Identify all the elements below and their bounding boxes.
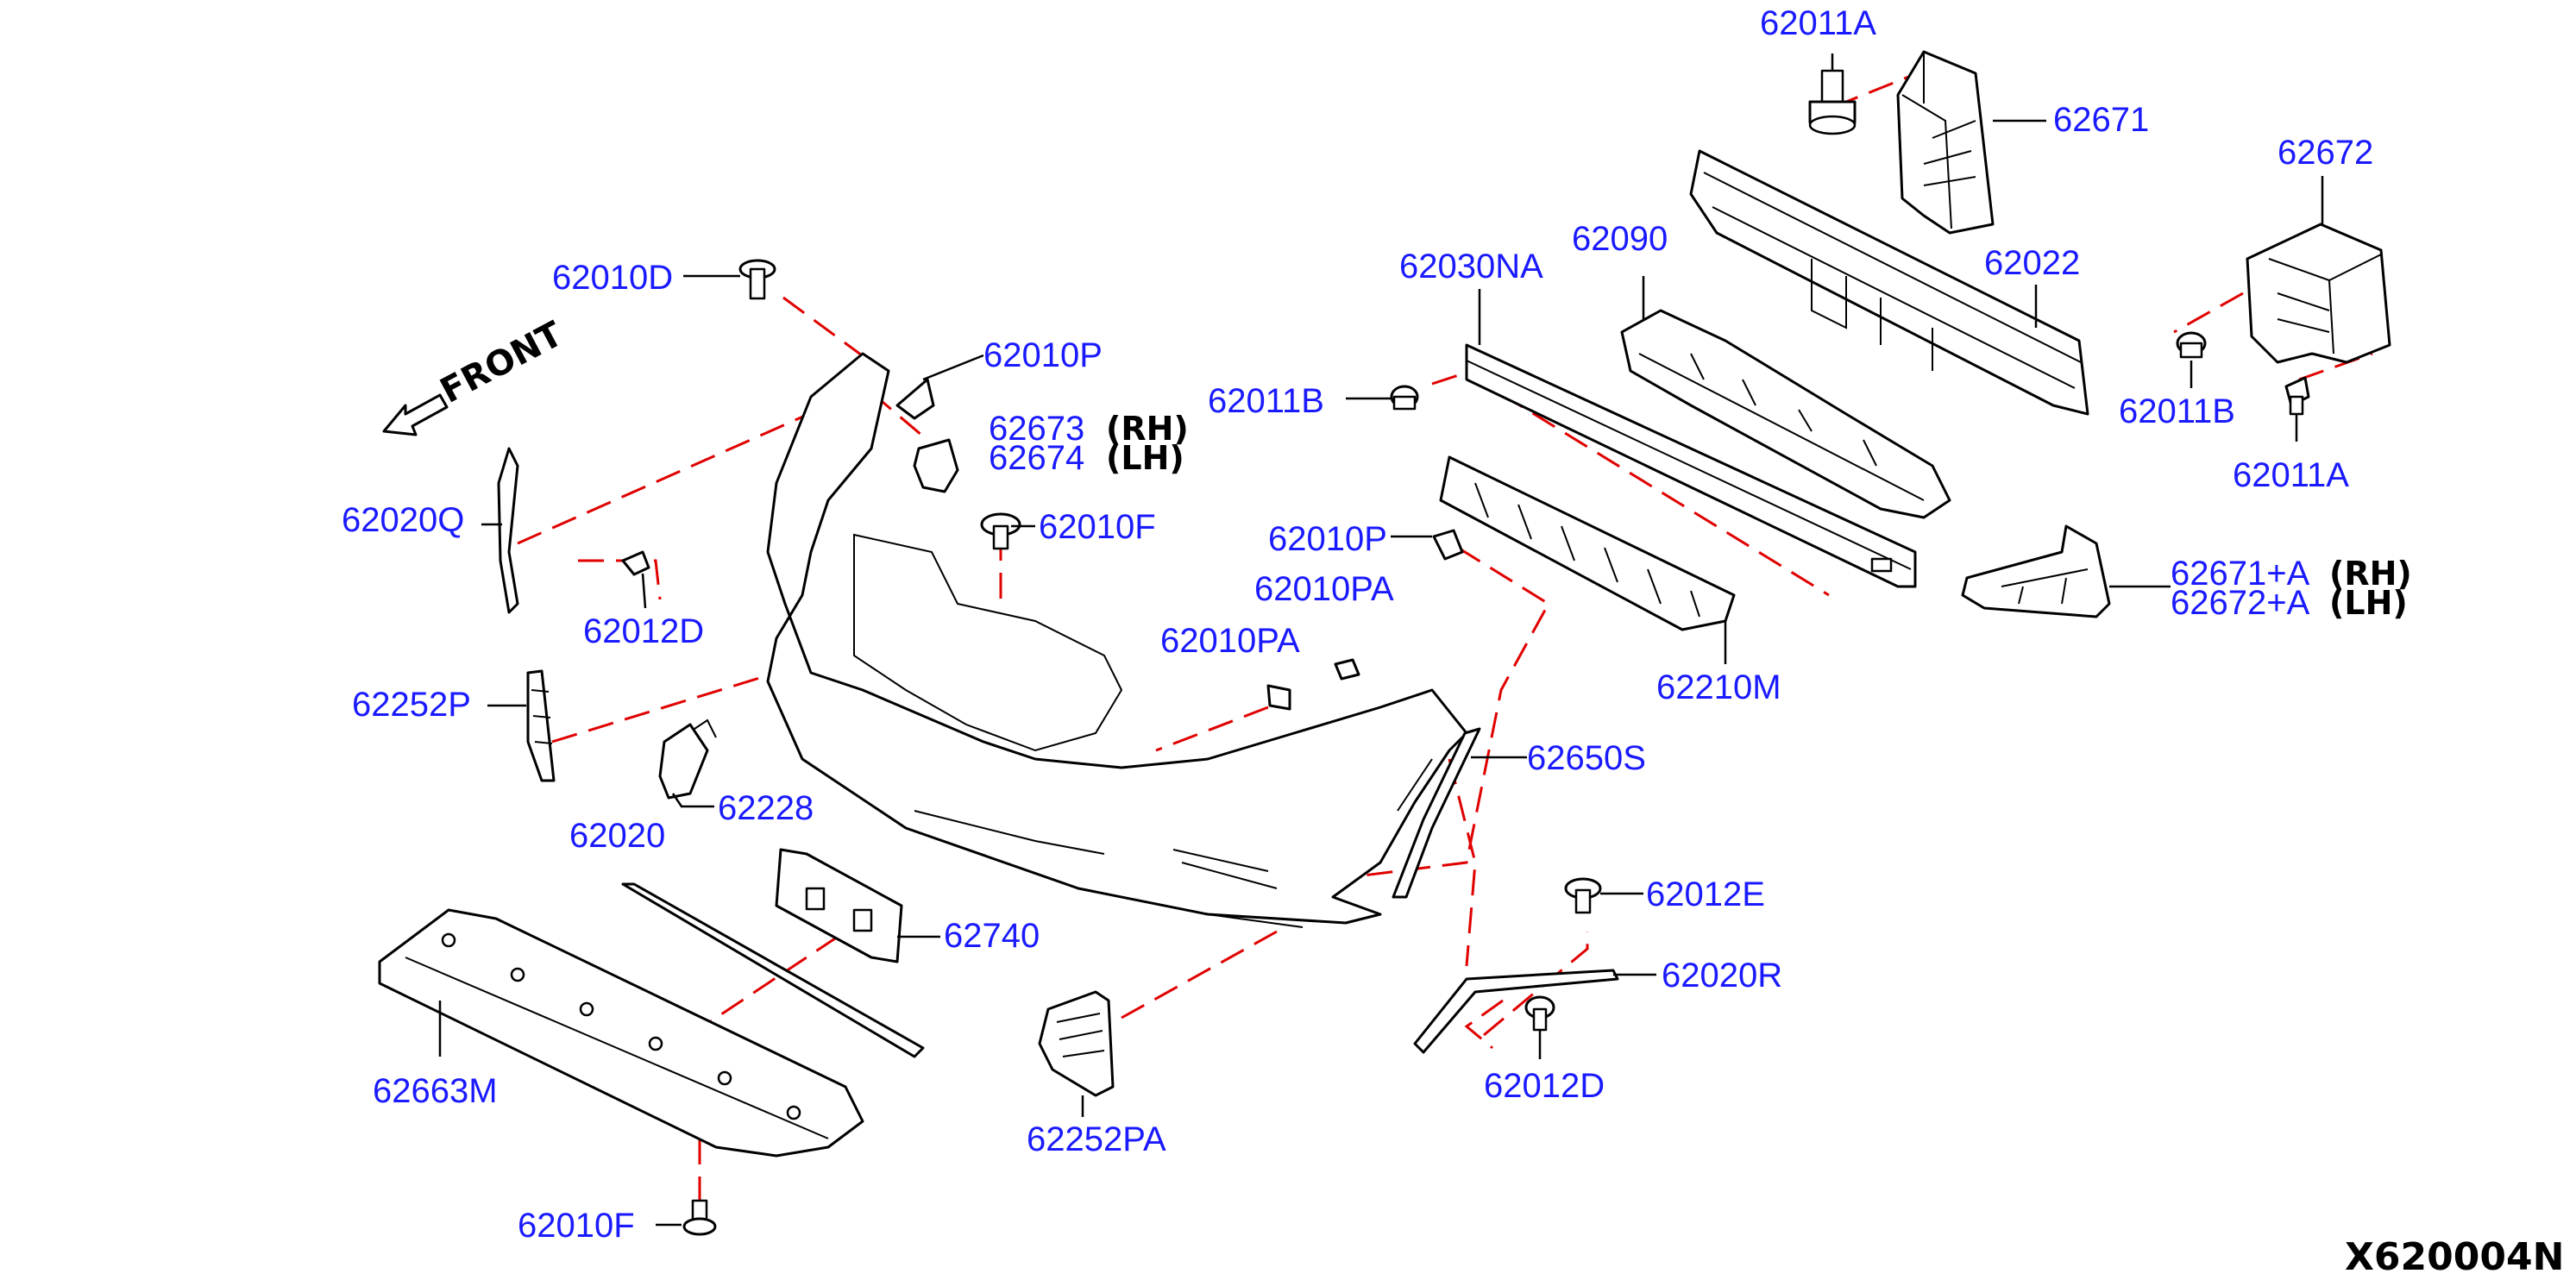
label-62252p: 62252P: [352, 686, 471, 724]
label-62671a: 62671+A: [2171, 555, 2310, 593]
clip-62010pa-icon: [1266, 658, 1360, 711]
label-62210m: 62210M: [1656, 668, 1781, 706]
bracket-62671a-62672a-icon: [1961, 524, 2111, 618]
label-62011b-right: 62011B: [2119, 392, 2235, 430]
bolt-62011a-right-icon: [2284, 376, 2310, 416]
nut-62011b-left-icon: [1390, 385, 1419, 411]
bolt-62010d-icon: [738, 259, 776, 300]
label-62673: 62673: [989, 410, 1084, 448]
clip-62010f-top-icon: [980, 512, 1021, 550]
label-62010d: 62010D: [552, 259, 673, 297]
label-62030na: 62030NA: [1399, 248, 1543, 285]
bracket-62673-62674-icon: [913, 438, 959, 493]
clip-62010f-bottom-icon: [682, 1199, 717, 1236]
bumper-fascia-icon: [766, 352, 1468, 928]
label-62228: 62228: [718, 789, 814, 827]
energy-absorber-62090-icon: [1620, 309, 1951, 519]
tow-hook-cap-62228-icon: [658, 718, 717, 800]
label-lh-62672a: (LH): [2329, 584, 2408, 622]
bolt-62011a-top-icon: [1808, 69, 1857, 135]
clip-62012d-right-icon: [1524, 995, 1555, 1032]
label-62010pa-small: 62010PA: [1160, 622, 1300, 660]
assembly-guide-lines: [517, 67, 2373, 1208]
label-62650s: 62650S: [1527, 739, 1646, 777]
diagram-code: X620004N: [2345, 1235, 2564, 1279]
label-62672: 62672: [2278, 134, 2373, 172]
label-62090: 62090: [1572, 220, 1668, 258]
nut-62011b-right-icon: [2176, 331, 2207, 359]
label-62011a-right: 62011A: [2233, 456, 2349, 494]
label-62011a-top: 62011A: [1760, 4, 1876, 42]
license-bracket-62740-icon: [775, 848, 903, 963]
leader-lines: [438, 53, 2324, 1227]
label-62010pa: 62010PA: [1254, 570, 1394, 608]
molding-62020q-icon: [497, 447, 519, 614]
label-62674: 62674: [989, 439, 1084, 477]
label-62012e: 62012E: [1646, 875, 1765, 913]
clip-62010p-top-icon: [895, 378, 935, 420]
bracket-62671-icon: [1896, 50, 1995, 235]
label-62020q: 62020Q: [342, 501, 464, 539]
label-rh-62671a: (RH): [2329, 555, 2412, 593]
label-62010f-top: 62010F: [1039, 508, 1156, 546]
label-62252pa: 62252PA: [1027, 1120, 1166, 1158]
label-62010p-top: 62010P: [983, 336, 1103, 374]
label-62671: 62671: [2053, 101, 2149, 139]
label-62672a: 62672+A: [2171, 584, 2310, 622]
label-62022: 62022: [1984, 244, 2080, 282]
label-62020r: 62020R: [1662, 957, 1782, 995]
bracket-62672-icon: [2246, 223, 2391, 364]
undercover-62663m-icon: [378, 908, 864, 1158]
label-62740: 62740: [944, 917, 1040, 955]
molding-62020r-icon: [1413, 969, 1619, 1054]
label-62020: 62020: [569, 817, 665, 855]
trim-62650s-icon: [1392, 727, 1481, 899]
grille-62210m-icon: [1439, 455, 1736, 631]
label-62011b-left: 62011B: [1208, 382, 1324, 420]
label-62012d-left: 62012D: [583, 612, 704, 650]
part-labels: 62011A 62671 62672 62022 62090 62030NA 6…: [342, 4, 2412, 1245]
bumper-beam-62030na-icon: [1465, 343, 1917, 588]
label-rh-62673: (RH): [1106, 410, 1189, 448]
molding-62020-icon: [621, 882, 925, 1058]
label-62010f-bottom: 62010F: [518, 1207, 635, 1245]
grille-62252p-icon: [526, 669, 556, 782]
clip-62012e-icon: [1564, 877, 1602, 914]
clip-62012d-left-icon: [621, 550, 650, 576]
reinforcement-62022-icon: [1689, 149, 2089, 416]
label-62010p-mid: 62010P: [1268, 520, 1387, 558]
front-direction-arrow-icon: [382, 393, 449, 436]
clip-62010p-mid-icon: [1432, 529, 1464, 561]
label-62663m: 62663M: [373, 1072, 498, 1110]
label-lh-62674: (LH): [1106, 439, 1184, 477]
label-62012d-right: 62012D: [1484, 1067, 1605, 1105]
grille-62252pa-icon: [1038, 990, 1115, 1097]
front-direction-label: FRONT: [434, 314, 569, 411]
